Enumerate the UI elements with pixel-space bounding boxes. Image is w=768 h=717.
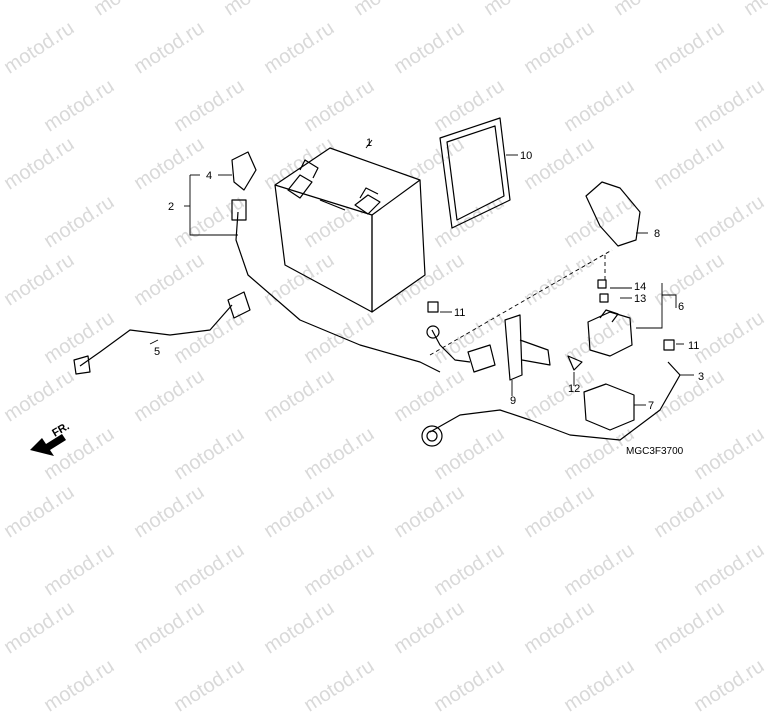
watermark-text: motod.ru: [0, 597, 79, 659]
watermark-text: motod.ru: [170, 655, 249, 717]
watermark-text: motod.ru: [520, 597, 599, 659]
callout-9: 9: [510, 395, 516, 407]
fuse-cover: [585, 181, 641, 247]
callout-13: 13: [634, 293, 646, 305]
watermark-text: motod.ru: [650, 597, 729, 659]
cable-5: [79, 304, 233, 367]
negative-cable: [235, 211, 441, 373]
callout-3: 3: [698, 371, 704, 383]
cable-3: [429, 361, 681, 441]
diagram-drawing: 1 2 3 4 5 6 7 8 9 10 11 11 12 13 14: [30, 117, 704, 456]
callout-1: 1: [366, 137, 372, 149]
front-arrow-icon: [30, 434, 66, 456]
callout-12: 12: [568, 383, 580, 395]
watermark-text: motod.ru: [690, 655, 768, 717]
battery: [274, 147, 426, 313]
watermark-text: motod.ru: [130, 597, 209, 659]
callout-2: 2: [168, 201, 174, 213]
relay-cover: [583, 383, 635, 431]
terminal-cover: [231, 151, 257, 191]
starter-relay: [587, 311, 633, 357]
callout-14: 14: [634, 281, 646, 293]
watermark-text: motod.ru: [390, 597, 469, 659]
callout-8: 8: [654, 228, 660, 240]
watermark-text: motod.ru: [560, 655, 639, 717]
callout-11-top: 11: [454, 307, 465, 319]
watermark-text: motod.ru: [430, 655, 509, 717]
callout-10: 10: [520, 150, 532, 162]
callout-11-right: 11: [688, 340, 699, 352]
watermark-text: motod.ru: [40, 655, 119, 717]
bracket: [504, 314, 523, 381]
watermark-text: motod.ru: [260, 597, 339, 659]
diagram-code: MGC3F3700: [626, 446, 684, 457]
callout-labels: 1 2 3 4 5 6 7 8 9 10 11 11 12 13 14: [154, 137, 704, 412]
battery-band: [439, 117, 511, 229]
callout-6: 6: [678, 301, 684, 313]
callout-7: 7: [648, 400, 654, 412]
watermark-text: motod.ru: [300, 655, 379, 717]
callout-4: 4: [206, 170, 212, 182]
callout-5: 5: [154, 346, 160, 358]
